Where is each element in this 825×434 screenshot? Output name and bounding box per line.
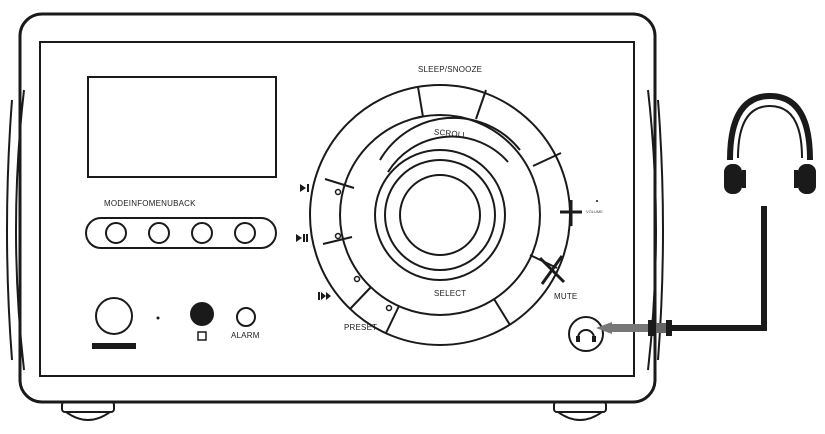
cabinet-outer <box>18 12 657 404</box>
aux-socket <box>190 302 214 326</box>
scroll-arc-outer <box>379 116 521 161</box>
back-button[interactable] <box>234 222 256 244</box>
right-foot <box>553 401 607 421</box>
control-wheel <box>309 84 571 346</box>
cabinet-right-side-outer <box>657 99 664 361</box>
headphone-jack <box>568 316 604 352</box>
power-button[interactable] <box>95 297 133 335</box>
info-button[interactable] <box>148 222 170 244</box>
alarm-button[interactable] <box>236 307 256 327</box>
button-bar <box>85 217 277 249</box>
scroll-label: SCROLL <box>434 127 468 139</box>
headphone-plug <box>596 320 672 336</box>
prev-next-segment-dot[interactable] <box>334 232 342 240</box>
volume-dot <box>596 200 598 202</box>
mode-button[interactable] <box>105 222 127 244</box>
cabinet-left-side-outer <box>6 99 13 361</box>
wheel-segment-dividers <box>322 86 562 334</box>
sleep-snooze-label: SLEEP/SNOOZE <box>418 65 482 74</box>
scroll-ring[interactable] <box>374 149 506 281</box>
power-button-label-bar <box>92 343 136 349</box>
left-foot <box>61 401 115 421</box>
headphones-icon <box>724 92 816 194</box>
volume-up-icon[interactable] <box>560 200 582 226</box>
wheel-outer-ring <box>309 84 571 346</box>
skip-segment-dot[interactable] <box>353 275 361 283</box>
volume-label: VOLUME <box>586 209 603 214</box>
play-pause-segment-dot[interactable] <box>334 188 342 196</box>
select-knob[interactable] <box>399 174 481 256</box>
alarm-label: ALARM <box>231 331 260 340</box>
headphone-jack-icon <box>576 329 596 342</box>
scroll-ring-inner <box>384 159 496 271</box>
scroll-arc-inner <box>387 135 509 173</box>
front-panel <box>39 41 635 377</box>
select-label: SELECT <box>434 289 466 298</box>
skip-icon <box>318 292 331 300</box>
play-pause-icon <box>300 184 309 192</box>
skip-icon <box>296 234 308 242</box>
headphone-cable <box>672 206 767 331</box>
display-screen <box>87 76 277 178</box>
wheel-middle-ring <box>339 114 541 316</box>
mute-label: MUTE <box>554 292 577 301</box>
mode-info-menu-back-label: MODEINFOMENUBACK <box>104 199 196 208</box>
volume-down-icon[interactable] <box>538 255 566 285</box>
menu-button[interactable] <box>191 222 213 244</box>
preset-segment-dot[interactable] <box>385 304 393 312</box>
aux-socket-icon <box>197 331 207 341</box>
preset-label: PRESET <box>344 323 377 332</box>
indicator-dot <box>156 316 160 320</box>
